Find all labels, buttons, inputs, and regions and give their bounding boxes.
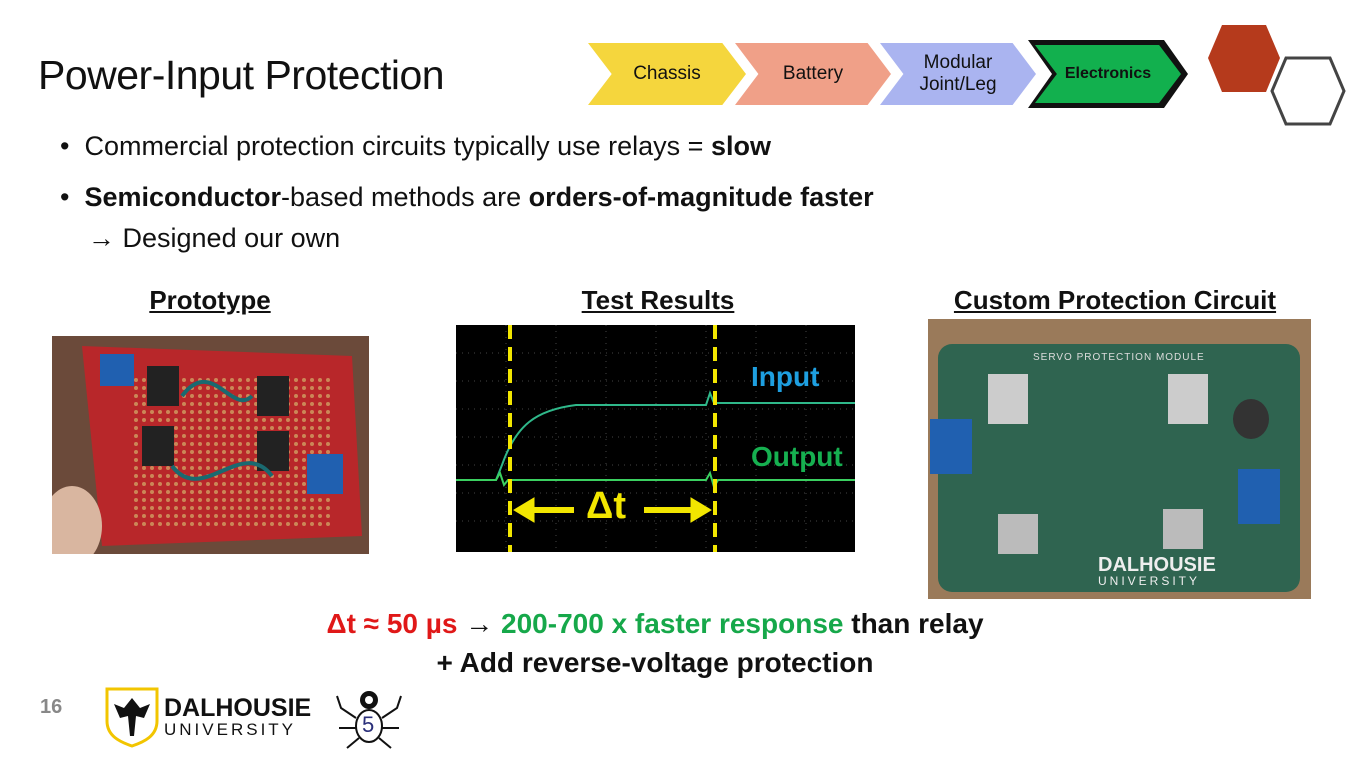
page-number: 16 xyxy=(40,696,63,718)
oscilloscope-capture: Input Output Δt xyxy=(456,325,855,552)
pcb-board: SERVO PROTECTION MODULE DALHOUSIE UNIVER… xyxy=(930,344,1300,592)
footer-logo-name: DALHOUSIE xyxy=(164,694,312,722)
terminal-output xyxy=(1238,469,1280,524)
delta-value: Δt ≈ 50 µs xyxy=(326,608,458,639)
delta-arrow xyxy=(513,497,712,523)
chevron-label: Modular Joint/Leg xyxy=(919,52,997,95)
team-number: 5 xyxy=(362,712,375,737)
pcb-title: SERVO PROTECTION MODULE xyxy=(1033,352,1205,363)
summary-line-1: Δt ≈ 50 µs → 200-700 x faster response t… xyxy=(0,608,1310,640)
input-label: Input xyxy=(751,361,820,392)
bullet-1: • Commercial protection circuits typical… xyxy=(60,131,771,161)
pcb-logo-sub: UNIVERSITY xyxy=(1098,574,1201,588)
heading-prototype: Prototype xyxy=(149,285,271,315)
heading-custom-circuit: Custom Protection Circuit xyxy=(953,285,1277,315)
chevron-chassis: Chassis xyxy=(588,43,746,105)
mosfet xyxy=(1168,374,1208,424)
chevron-label: Battery xyxy=(782,63,844,84)
text-bold: orders-of-magnitude faster xyxy=(528,182,874,212)
input-trace xyxy=(456,390,855,481)
pcb-logo-name: DALHOUSIE xyxy=(1098,554,1216,576)
text: -based methods are xyxy=(281,182,529,212)
chevron-electronics-fill: Electronics xyxy=(1035,45,1181,103)
text-bold: Semiconductor xyxy=(84,182,281,212)
chevron-battery: Battery xyxy=(735,43,891,105)
mosfet xyxy=(998,514,1038,554)
text: Designed our own xyxy=(122,223,341,253)
text-bold: slow xyxy=(710,131,771,161)
custom-circuit-photo: SERVO PROTECTION MODULE DALHOUSIE UNIVER… xyxy=(928,319,1311,599)
terminal-input xyxy=(930,419,972,474)
text: than relay xyxy=(843,608,984,639)
scope-traces xyxy=(456,325,855,552)
chevron-label: Chassis xyxy=(633,63,701,84)
summary-line-2: + Add reverse-voltage protection xyxy=(436,647,874,678)
chevron-modular: Modular Joint/Leg xyxy=(880,43,1036,105)
arrow: → xyxy=(88,223,123,253)
prototype-photo xyxy=(52,336,369,554)
bullet-2: • Semiconductor-based methods are orders… xyxy=(60,182,874,253)
bug-icon xyxy=(336,691,402,749)
mosfet xyxy=(1163,509,1203,549)
faster-text: 200-700 x faster response xyxy=(501,608,844,639)
arrow: → xyxy=(457,608,502,639)
heading-test-results: Test Results xyxy=(581,285,735,315)
prototype-board-image xyxy=(52,346,362,554)
chevron-label: Electronics xyxy=(1064,65,1152,82)
output-label: Output xyxy=(751,441,843,472)
dalhousie-shield-icon xyxy=(105,687,159,748)
team-bug-logo: 5 xyxy=(333,686,405,752)
mosfet xyxy=(988,374,1028,424)
text: Commercial protection circuits typically… xyxy=(84,131,711,161)
slide-title: Power-Input Protection xyxy=(38,52,445,98)
capacitor xyxy=(1233,399,1269,439)
hexagon-decoration-icon xyxy=(1208,25,1346,126)
delta-t-label: Δt xyxy=(586,485,626,527)
footer-logo-sub: UNIVERSITY xyxy=(164,720,297,739)
